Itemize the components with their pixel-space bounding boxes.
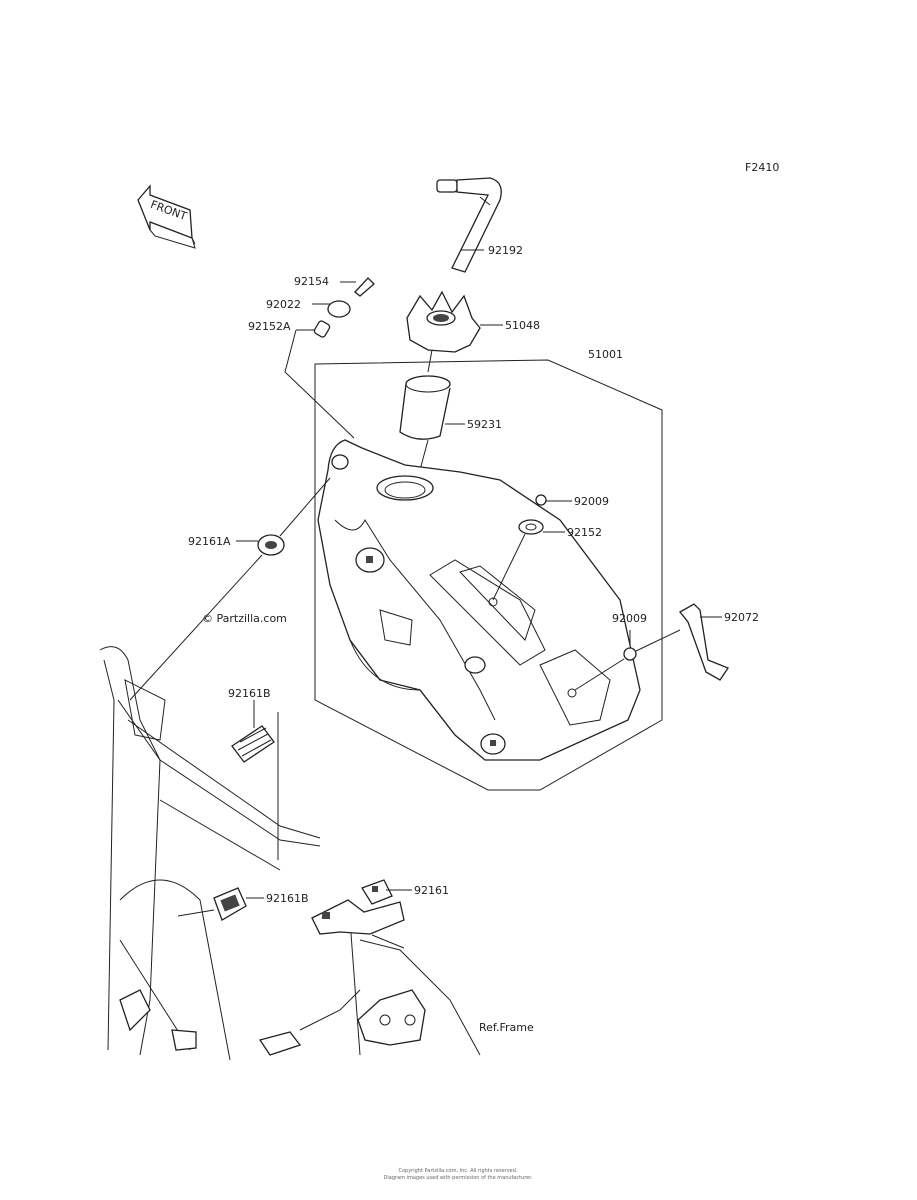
callout-92161: 92161 xyxy=(414,884,449,897)
bolt-92154 xyxy=(340,277,375,297)
fuel-cap xyxy=(406,290,503,373)
damper-92022 xyxy=(312,300,351,318)
callout-92192: 92192 xyxy=(488,244,523,257)
callout-92161A: 92161A xyxy=(188,535,231,548)
washer-92152 xyxy=(492,519,565,601)
frame-reference xyxy=(99,646,481,1061)
front-arrow-icon: FRONT xyxy=(137,184,196,249)
callout-92161B-lower: 92161B xyxy=(266,892,309,905)
pad-92161b-upper xyxy=(231,700,275,763)
ref-frame-label: Ref.Frame xyxy=(479,1021,534,1034)
callout-51048: 51048 xyxy=(505,319,540,332)
bolt-92009-lower xyxy=(574,629,681,691)
figure-code: F2410 xyxy=(745,161,779,174)
breather-hose xyxy=(436,177,502,273)
collar-92152a xyxy=(284,320,355,439)
callout-92161B-upper: 92161B xyxy=(228,687,271,700)
watermark: © Partzilla.com xyxy=(202,612,287,625)
pad-92161b-lower xyxy=(177,887,264,921)
bolt-92009-upper xyxy=(535,494,572,506)
callout-92009-lower: 92009 xyxy=(612,612,647,625)
copyright-line-2: Diagram images used with permission of t… xyxy=(384,1175,533,1181)
strap-92072 xyxy=(679,603,729,681)
callout-92154: 92154 xyxy=(294,275,329,288)
bracket-92161 xyxy=(311,879,412,949)
callout-59231: 59231 xyxy=(467,418,502,431)
damper-92161a xyxy=(129,477,331,701)
callout-92152: 92152 xyxy=(567,526,602,539)
callout-92009-upper: 92009 xyxy=(574,495,609,508)
assembly-bracket xyxy=(314,359,663,791)
fuel-tank xyxy=(317,439,641,761)
callout-92152A: 92152A xyxy=(248,320,291,333)
copyright-line-1: Copyright Partzilla.com, Inc. All rights… xyxy=(398,1168,517,1174)
callout-51001: 51001 xyxy=(588,348,623,361)
callout-92072: 92072 xyxy=(724,611,759,624)
fuel-filter xyxy=(399,375,465,471)
callout-92022: 92022 xyxy=(266,298,301,311)
